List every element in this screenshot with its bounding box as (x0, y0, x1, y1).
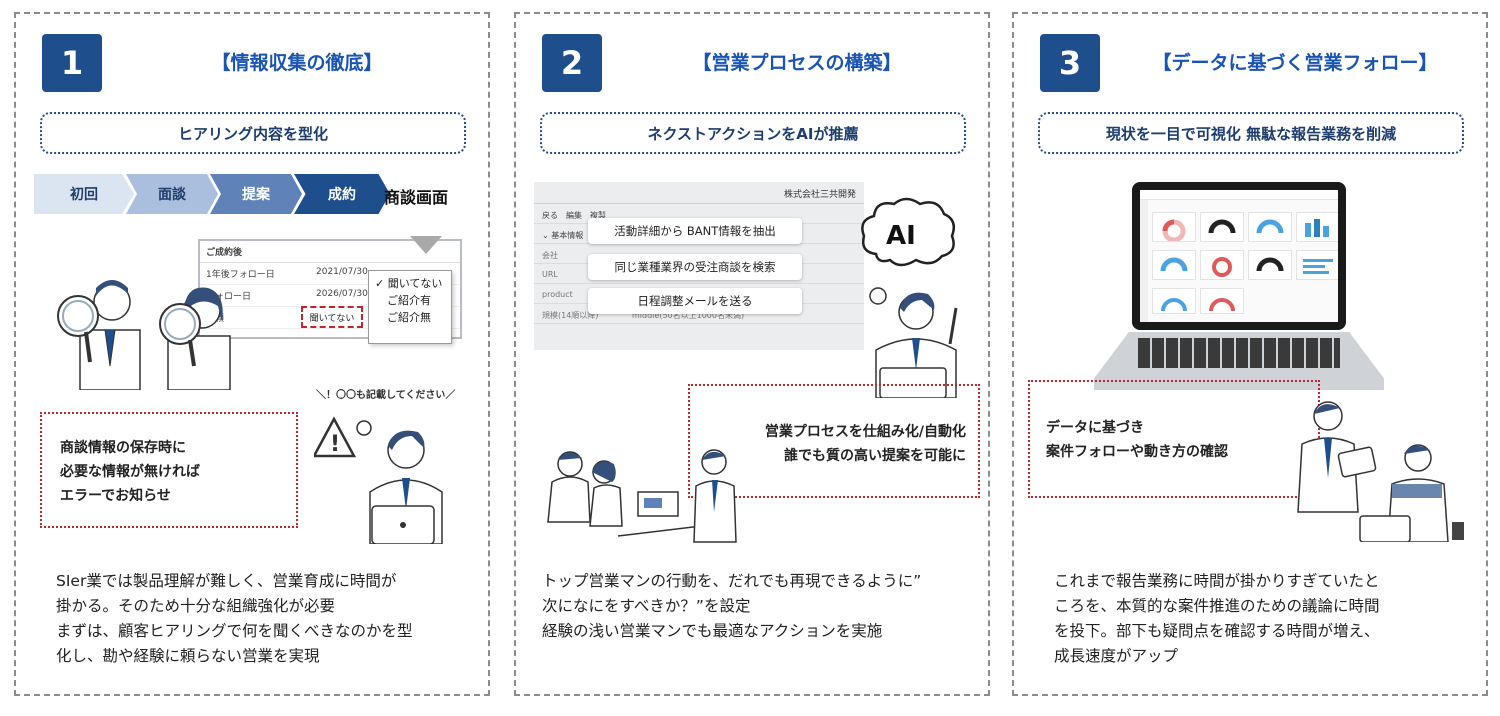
warning-worker-illustration: ! (314, 416, 443, 544)
panel-description: これまで報告業務に時間が掛かりすぎていたと ころを、本質的な案件推進のための議論… (1054, 572, 1380, 665)
dashboard (1140, 190, 1338, 322)
panel-subtitle: 現状を一目で可視化 無駄な報告業務を削減 (1038, 112, 1464, 154)
dropdown-option: ご紹介無 (387, 311, 431, 324)
svg-text:!: ! (330, 432, 340, 457)
callout-box: 営業プロセスを仕組み化/自動化 誰でも質の高い提案を可能に (688, 384, 980, 498)
crm-row: 規模(14順以降)middle(50名以上1000名未満) (534, 304, 864, 324)
callout-text: 営業プロセスを仕組み化/自動化 誰でも質の高い提案を可能に (764, 424, 966, 464)
step-closed: 成約 (294, 174, 390, 214)
ai-action-suggestion[interactable]: 日程調整メールを送る (588, 288, 802, 314)
meeting-illustration (547, 451, 719, 537)
callout-text: 商談情報の保存時に 必要な情報が無ければ エラーでお知らせ (60, 440, 200, 504)
crm-row: URL (534, 264, 864, 284)
callout-text: データに基づき 案件フォローや動き方の確認 (1046, 420, 1228, 460)
step-proposal: 提案 (210, 174, 302, 214)
standing-worker-illustration (693, 449, 737, 543)
form-header: ご成約後 (200, 241, 460, 263)
panel-number: 3 (1040, 34, 1100, 92)
panel-title: 【情報収集の徹底】 (211, 52, 383, 74)
panel-number: 2 (542, 34, 602, 92)
tablet-icon (1337, 446, 1377, 478)
laptop-icon (879, 367, 947, 398)
ai-label: AI (886, 221, 916, 251)
panel-subtitle: ネクストアクションをAIが推薦 (540, 112, 966, 154)
coffee-cup-icon (1452, 522, 1464, 540)
selected-value-field: 聞いてない (301, 306, 363, 328)
dropdown-option: ✓ 聞いてない (375, 277, 443, 290)
note-banner: ＼！〇〇も記載してください／ (316, 390, 456, 401)
panel-subtitle: ヒアリング内容を型化 (40, 112, 466, 154)
panel-sales-process: 2 【営業プロセスの構築】 ネクストアクションをAIが推薦 株式会社三共開発 戻… (514, 12, 990, 696)
crm-company-name: 株式会社三共開発 (534, 182, 864, 204)
team-review-illustration (1297, 401, 1464, 542)
sales-step-bar: 初回 面談 提案 成約 (34, 174, 390, 214)
panel-title: 【営業プロセスの構築】 (692, 52, 902, 74)
pointing-worker-illustration (869, 287, 958, 398)
panel-description: トップ営業マンの行動を、だれでも再現できるように” 次になにをすべきか？”を設定… (542, 572, 922, 640)
callout-box: 商談情報の保存時に 必要な情報が無ければ エラーでお知らせ (40, 412, 298, 528)
people-magnifier-illustration (57, 280, 231, 390)
check-icon: ✓ (375, 277, 385, 290)
pointer-triangle (410, 236, 442, 254)
panel-number: 1 (42, 34, 102, 92)
laptop-keyboard (1138, 338, 1340, 368)
panel-information-gathering: 1 【情報収集の徹底】 ヒアリング内容を型化 初回 面談 提案 成約 商談画面 … (14, 12, 490, 696)
step-meeting: 面談 (126, 174, 218, 214)
dropdown-menu: ✓ 聞いてない ご紹介有 ご紹介無 (368, 270, 452, 344)
laptop-icon (1359, 515, 1411, 542)
warning-icon (314, 416, 357, 458)
ai-cloud-icon: AI (861, 197, 955, 267)
ai-action-suggestion[interactable]: 活動詳細から BANT情報を抽出 (588, 218, 802, 244)
dashboard-laptop-illustration (1094, 182, 1384, 400)
lightbulb-icon (356, 420, 372, 436)
lightbulb-icon (869, 287, 887, 305)
ai-action-suggestion[interactable]: 同じ業種業界の受注商談を検索 (588, 254, 802, 280)
deal-screen-label: 商談画面 (384, 188, 449, 207)
dropdown-option: ご紹介有 (387, 294, 431, 307)
panel-description: SIer業では製品理解が難しく、営業育成に時間が 掛かる。そのため十分な組織強化… (56, 572, 413, 665)
panel-title: 【データに基づく営業フォロー】 (1152, 52, 1438, 74)
laptop-screen (1132, 182, 1346, 330)
step-initial: 初回 (34, 174, 134, 214)
callout-box: データに基づき 案件フォローや動き方の確認 (1028, 380, 1320, 498)
panel-data-follow: 3 【データに基づく営業フォロー】 現状を一目で可視化 無駄な報告業務を削減 (1012, 12, 1488, 696)
